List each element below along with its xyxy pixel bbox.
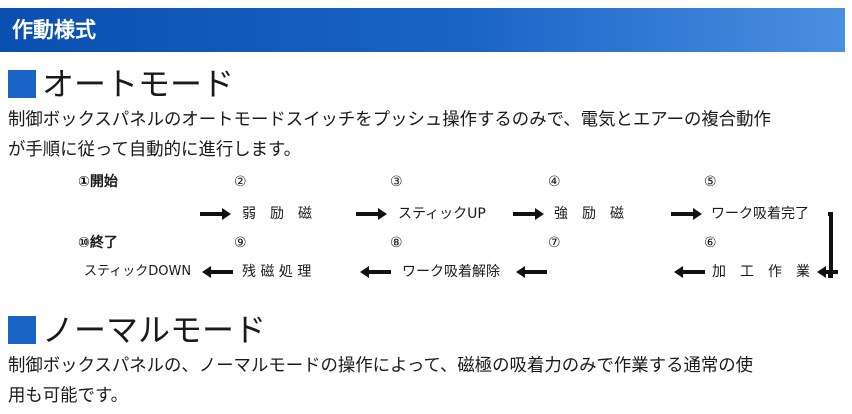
step-2-label: 弱 励 磁 bbox=[242, 206, 312, 222]
step-3-number: ③ bbox=[390, 174, 403, 190]
arrow-left-icon bbox=[360, 266, 391, 278]
arrow-left-icon bbox=[817, 266, 838, 278]
step-9-label: 残 磁 処 理 bbox=[242, 264, 312, 280]
normal-mode-heading: ノーマルモード bbox=[8, 310, 266, 350]
square-bullet-icon bbox=[8, 70, 36, 98]
step-5-number: ⑤ bbox=[704, 174, 717, 190]
square-bullet-icon bbox=[8, 316, 36, 344]
step-7-number: ⑦ bbox=[548, 235, 561, 251]
step-6-number: ⑥ bbox=[704, 235, 717, 251]
step-4-label: 強 励 磁 bbox=[554, 206, 624, 222]
arrow-left-icon bbox=[202, 266, 233, 278]
auto-mode-description-line-2: が手順に従って自動的に進行します。 bbox=[8, 140, 302, 160]
step-9-number: ⑨ bbox=[234, 235, 247, 251]
section-banner: 作動様式 bbox=[0, 8, 845, 52]
step-1-start: ①開始 bbox=[78, 174, 118, 190]
arrow-right-icon bbox=[513, 208, 544, 220]
arrow-left-icon bbox=[674, 266, 705, 278]
step-6-label: 加 工 作 業 bbox=[712, 264, 810, 280]
auto-mode-description-line-1: 制御ボックスパネルのオートモードスイッチをプッシュ操作するのみで、電気とエアーの… bbox=[8, 110, 771, 130]
arrow-left-icon bbox=[516, 266, 547, 278]
auto-mode-title: オートモード bbox=[42, 65, 235, 103]
step-5-label: ワーク吸着完了 bbox=[711, 206, 809, 222]
normal-mode-description-line-2: 用も可能です。 bbox=[8, 386, 128, 406]
step-3-label: スティックUP bbox=[398, 206, 486, 222]
step-10-label: スティックDOWN bbox=[84, 264, 192, 279]
step-2-number: ② bbox=[234, 174, 247, 190]
banner-title: 作動様式 bbox=[12, 18, 96, 42]
step-8-label: ワーク吸着解除 bbox=[402, 264, 500, 280]
auto-mode-heading: オートモード bbox=[8, 64, 234, 104]
step-4-number: ④ bbox=[548, 174, 561, 190]
step-10-end: ⑩終了 bbox=[78, 235, 118, 251]
step-8-number: ⑧ bbox=[390, 235, 403, 251]
arrow-right-icon bbox=[671, 208, 702, 220]
flow-connector-bracket bbox=[828, 212, 833, 278]
normal-mode-title: ノーマルモード bbox=[42, 311, 267, 349]
arrow-right-icon bbox=[356, 208, 387, 220]
arrow-right-icon bbox=[200, 208, 231, 220]
normal-mode-description-line-1: 制御ボックスパネルの、ノーマルモードの操作によって、磁極の吸着力のみで作業する通… bbox=[8, 356, 754, 376]
